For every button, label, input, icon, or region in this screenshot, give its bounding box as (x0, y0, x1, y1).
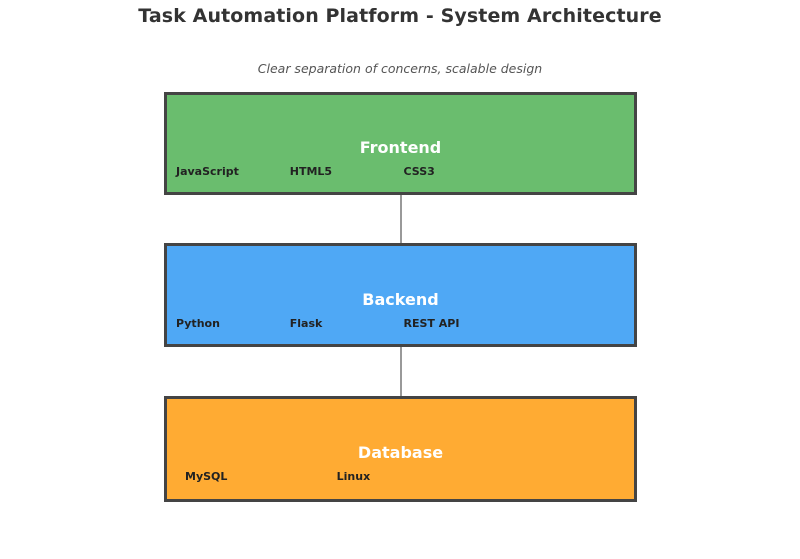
layer-tags-backend: Python Flask REST API (167, 317, 634, 333)
layer-tag: REST API (403, 317, 460, 330)
layer-name-frontend: Frontend (359, 138, 442, 157)
layer-box-database[interactable]: Database MySQL Linux (164, 396, 637, 502)
layer-tag: CSS3 (403, 165, 435, 178)
diagram-title: Task Automation Platform - System Archit… (138, 5, 662, 27)
layer-tags-database: MySQL Linux (167, 470, 634, 486)
diagram-subtitle: Clear separation of concerns, scalable d… (257, 61, 543, 76)
layer-tags-frontend: JavaScript HTML5 CSS3 (167, 165, 634, 181)
layer-tag: JavaScript (176, 165, 239, 178)
layer-tag: MySQL (185, 470, 228, 483)
layer-name-database: Database (357, 443, 444, 462)
connector-backend-database (400, 347, 402, 396)
layer-tag: Flask (289, 317, 323, 330)
layer-tag: Python (176, 317, 220, 330)
layer-tag: HTML5 (289, 165, 333, 178)
layer-box-frontend[interactable]: Frontend JavaScript HTML5 CSS3 (164, 92, 637, 195)
connector-frontend-backend (400, 195, 402, 243)
layer-tag: Linux (336, 470, 371, 483)
layer-name-backend: Backend (362, 290, 439, 309)
layer-box-backend[interactable]: Backend Python Flask REST API (164, 243, 637, 347)
